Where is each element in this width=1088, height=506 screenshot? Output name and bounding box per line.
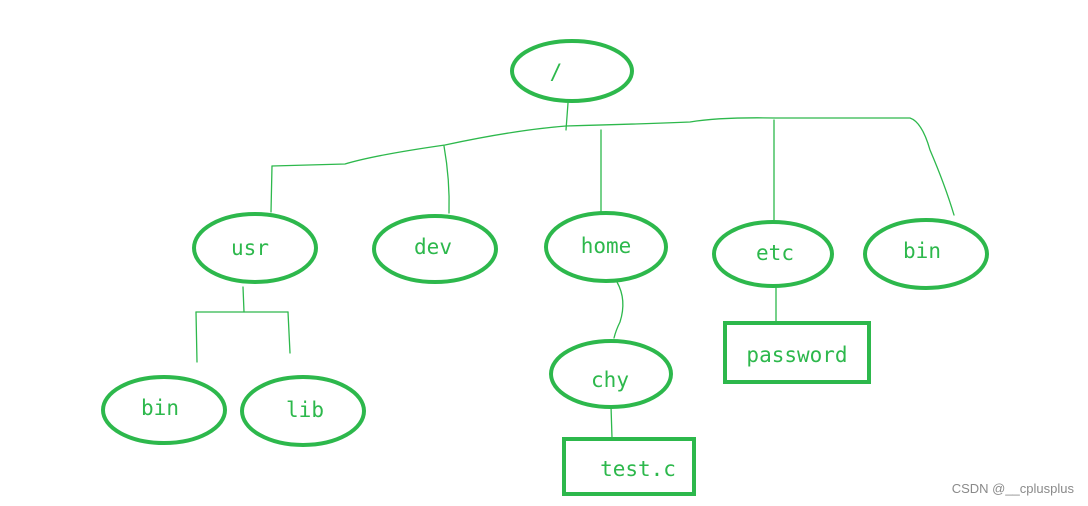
watermark-text: CSDN @__cplusplus xyxy=(951,481,1074,496)
node-usr-label: usr xyxy=(231,236,269,260)
node-chy-label: chy xyxy=(591,368,629,392)
tree-node-usr-bin: bin xyxy=(101,375,227,445)
node-dev-label: dev xyxy=(414,235,452,259)
connector-usr-stem xyxy=(242,286,245,313)
node-root-shape xyxy=(510,39,634,103)
tree-connectors xyxy=(195,102,955,439)
node-password-label: password xyxy=(746,343,847,367)
node-usr-lib-label: lib xyxy=(286,398,324,422)
tree-node-password: password xyxy=(723,321,871,384)
node-bin-top-label: bin xyxy=(903,239,941,263)
node-test-c-shape xyxy=(562,437,696,496)
node-usr-bin-label: bin xyxy=(141,396,179,420)
connector-usr-drop xyxy=(270,165,273,213)
connector-home-chy xyxy=(613,281,624,339)
connector-chy-test xyxy=(610,405,613,439)
tree-node-etc: etc xyxy=(712,220,834,288)
connector-dev-drop xyxy=(443,145,450,214)
node-bin-top-shape xyxy=(863,218,989,290)
node-password-shape xyxy=(723,321,871,384)
tree-node-root: / xyxy=(510,39,634,103)
tree-node-test-c: test.c xyxy=(562,437,696,496)
node-etc-shape xyxy=(712,220,834,288)
node-test-c-label: test.c xyxy=(600,457,676,481)
node-etc-label: etc xyxy=(756,241,794,265)
connector-main-branch xyxy=(271,117,955,216)
connector-usr-lib-drop xyxy=(287,311,291,354)
tree-node-dev: dev xyxy=(372,214,498,284)
connector-usr-bin-drop xyxy=(195,311,198,363)
node-home-label: home xyxy=(581,234,632,258)
node-usr-bin-shape xyxy=(101,375,227,445)
node-home-shape xyxy=(544,211,668,283)
node-root-label: / xyxy=(550,60,563,84)
tree-node-usr-lib: lib xyxy=(240,375,366,447)
tree-node-bin-top: bin xyxy=(863,218,989,290)
node-dev-shape xyxy=(372,214,498,284)
tree-node-home: home xyxy=(544,211,668,283)
node-usr-lib-shape xyxy=(240,375,366,447)
tree-node-chy: chy xyxy=(549,339,673,409)
node-usr-shape xyxy=(192,212,318,284)
tree-node-usr: usr xyxy=(192,212,318,284)
node-chy-shape xyxy=(549,339,673,409)
